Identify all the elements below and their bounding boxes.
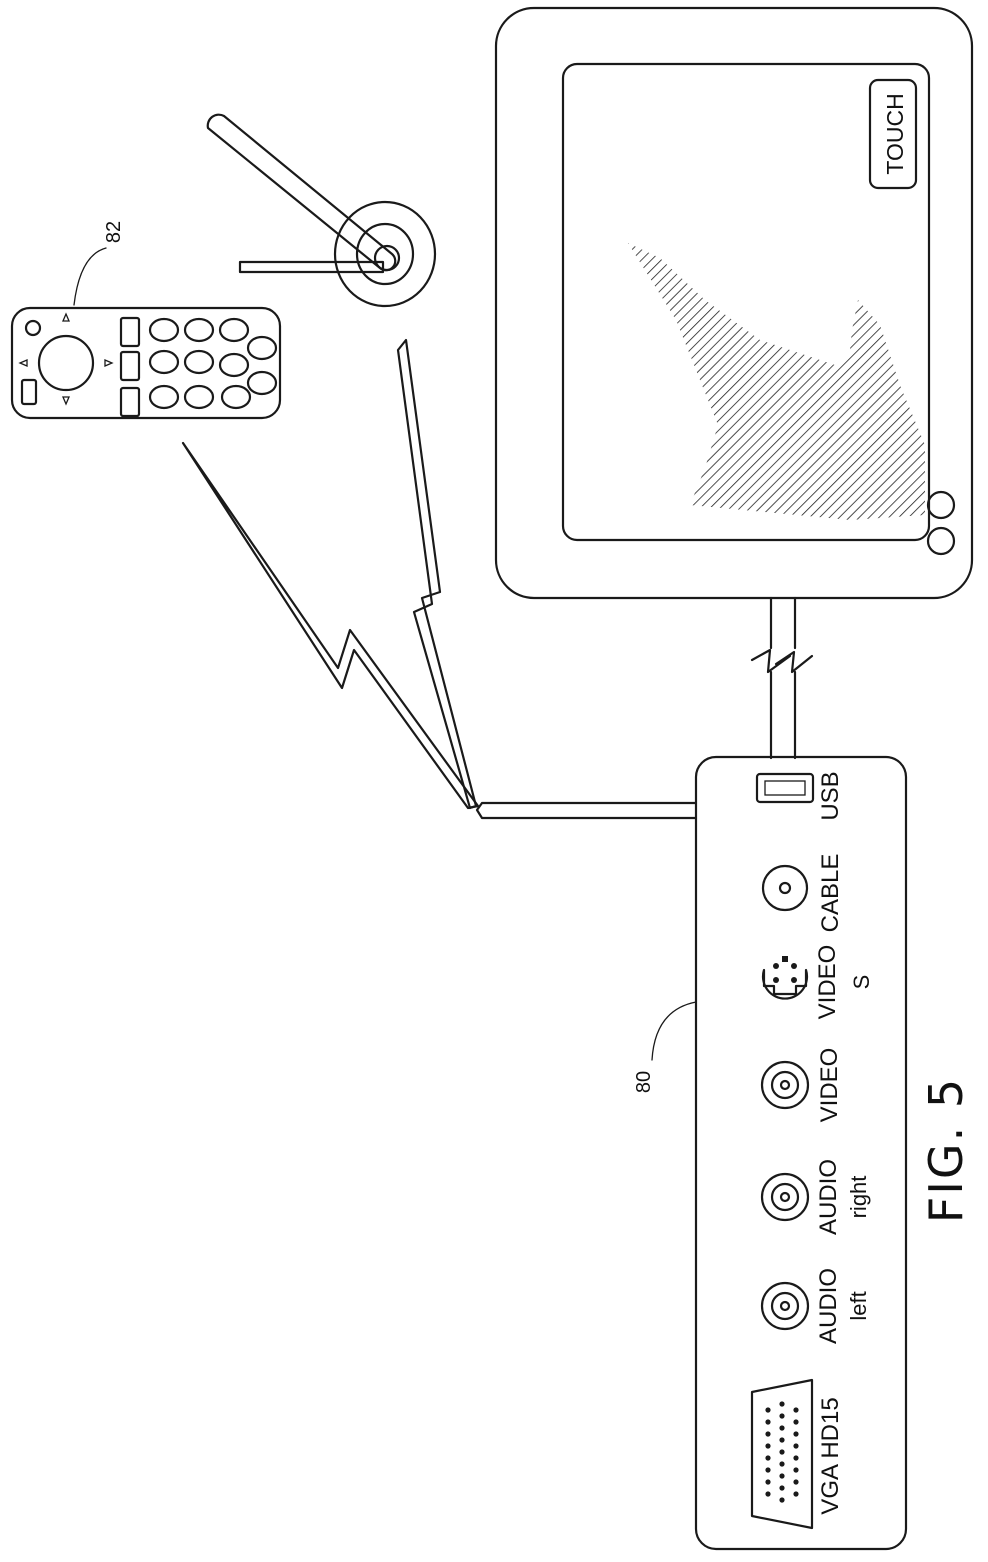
wireless-signal-headset bbox=[396, 338, 478, 810]
figure-caption: FIG. 5 bbox=[919, 1077, 973, 1223]
remote-control bbox=[10, 306, 282, 420]
headset-inner-ring bbox=[355, 222, 415, 286]
remote-key-6[interactable] bbox=[183, 384, 215, 410]
remote-key-3[interactable] bbox=[148, 384, 180, 410]
video-port[interactable] bbox=[760, 1060, 810, 1110]
svideo-sub-label: S bbox=[849, 975, 874, 990]
headset bbox=[206, 113, 437, 308]
dpad-arrow-left bbox=[18, 359, 28, 367]
touch-button[interactable]: TOUCH bbox=[868, 78, 918, 190]
monitor: TOUCH bbox=[494, 6, 974, 600]
audio-left-port[interactable] bbox=[760, 1281, 810, 1331]
svideo-label: VIDEO bbox=[814, 945, 841, 1020]
audio-right-sub-label: right bbox=[846, 1176, 871, 1219]
remote-key-1[interactable] bbox=[148, 317, 180, 343]
remote-small-button[interactable] bbox=[20, 378, 38, 406]
dpad-arrow-right bbox=[104, 359, 114, 367]
ref-80-label: 80 bbox=[633, 1071, 655, 1093]
remote-dpad[interactable] bbox=[37, 334, 95, 392]
headset-outer-ring bbox=[333, 200, 437, 308]
touch-label: TOUCH bbox=[882, 93, 908, 174]
screen-image bbox=[628, 243, 925, 520]
ref-82: 82 bbox=[73, 221, 125, 306]
monitor-screen bbox=[561, 62, 931, 542]
audio-left-sub-label: left bbox=[846, 1291, 871, 1320]
remote-key-9[interactable] bbox=[220, 384, 252, 410]
antenna-wire bbox=[475, 801, 698, 820]
vga-port[interactable] bbox=[750, 1378, 814, 1530]
monitor-cable bbox=[750, 596, 814, 760]
headset-boom bbox=[206, 113, 397, 272]
remote-body bbox=[10, 306, 282, 420]
headset-mic-arm bbox=[238, 260, 385, 274]
remote-key-11[interactable] bbox=[246, 370, 278, 396]
usb-port[interactable] bbox=[755, 772, 815, 804]
cable-break-mark bbox=[750, 648, 792, 674]
dpad-arrow-up bbox=[62, 312, 70, 322]
monitor-knob-bottom[interactable] bbox=[926, 526, 956, 556]
remote-key-2[interactable] bbox=[148, 349, 180, 375]
svideo-port[interactable] bbox=[761, 956, 809, 1000]
usb-label: USB bbox=[817, 771, 844, 820]
cable-label: CABLE bbox=[817, 854, 844, 933]
audio-left-label: AUDIO bbox=[815, 1268, 842, 1344]
audio-right-port[interactable] bbox=[760, 1172, 810, 1222]
hub-body bbox=[694, 755, 908, 1551]
remote-key-5[interactable] bbox=[183, 349, 215, 375]
ref-80: 80 bbox=[633, 1001, 697, 1093]
dpad-arrow-down bbox=[62, 396, 70, 406]
remote-key-rect-1[interactable] bbox=[119, 316, 141, 348]
ref-82-label: 82 bbox=[103, 221, 125, 243]
monitor-knob-top[interactable] bbox=[926, 490, 956, 520]
audio-right-label: AUDIO bbox=[815, 1159, 842, 1235]
video-label: VIDEO bbox=[816, 1048, 843, 1123]
remote-key-rect-3[interactable] bbox=[119, 386, 141, 418]
monitor-bezel bbox=[494, 6, 974, 600]
remote-key-10[interactable] bbox=[246, 335, 278, 361]
remote-key-rect-2[interactable] bbox=[119, 350, 141, 382]
remote-key-8[interactable] bbox=[218, 352, 250, 378]
vga-label: VGA HD15 bbox=[817, 1397, 844, 1514]
remote-key-4[interactable] bbox=[183, 317, 215, 343]
connection-hub: USB CABLE VIDEO S VIDEO bbox=[475, 755, 908, 1551]
cable-port[interactable] bbox=[761, 864, 809, 912]
wireless-signal-remote bbox=[181, 441, 480, 810]
remote-key-7[interactable] bbox=[218, 317, 250, 343]
remote-power-button[interactable] bbox=[24, 319, 42, 337]
